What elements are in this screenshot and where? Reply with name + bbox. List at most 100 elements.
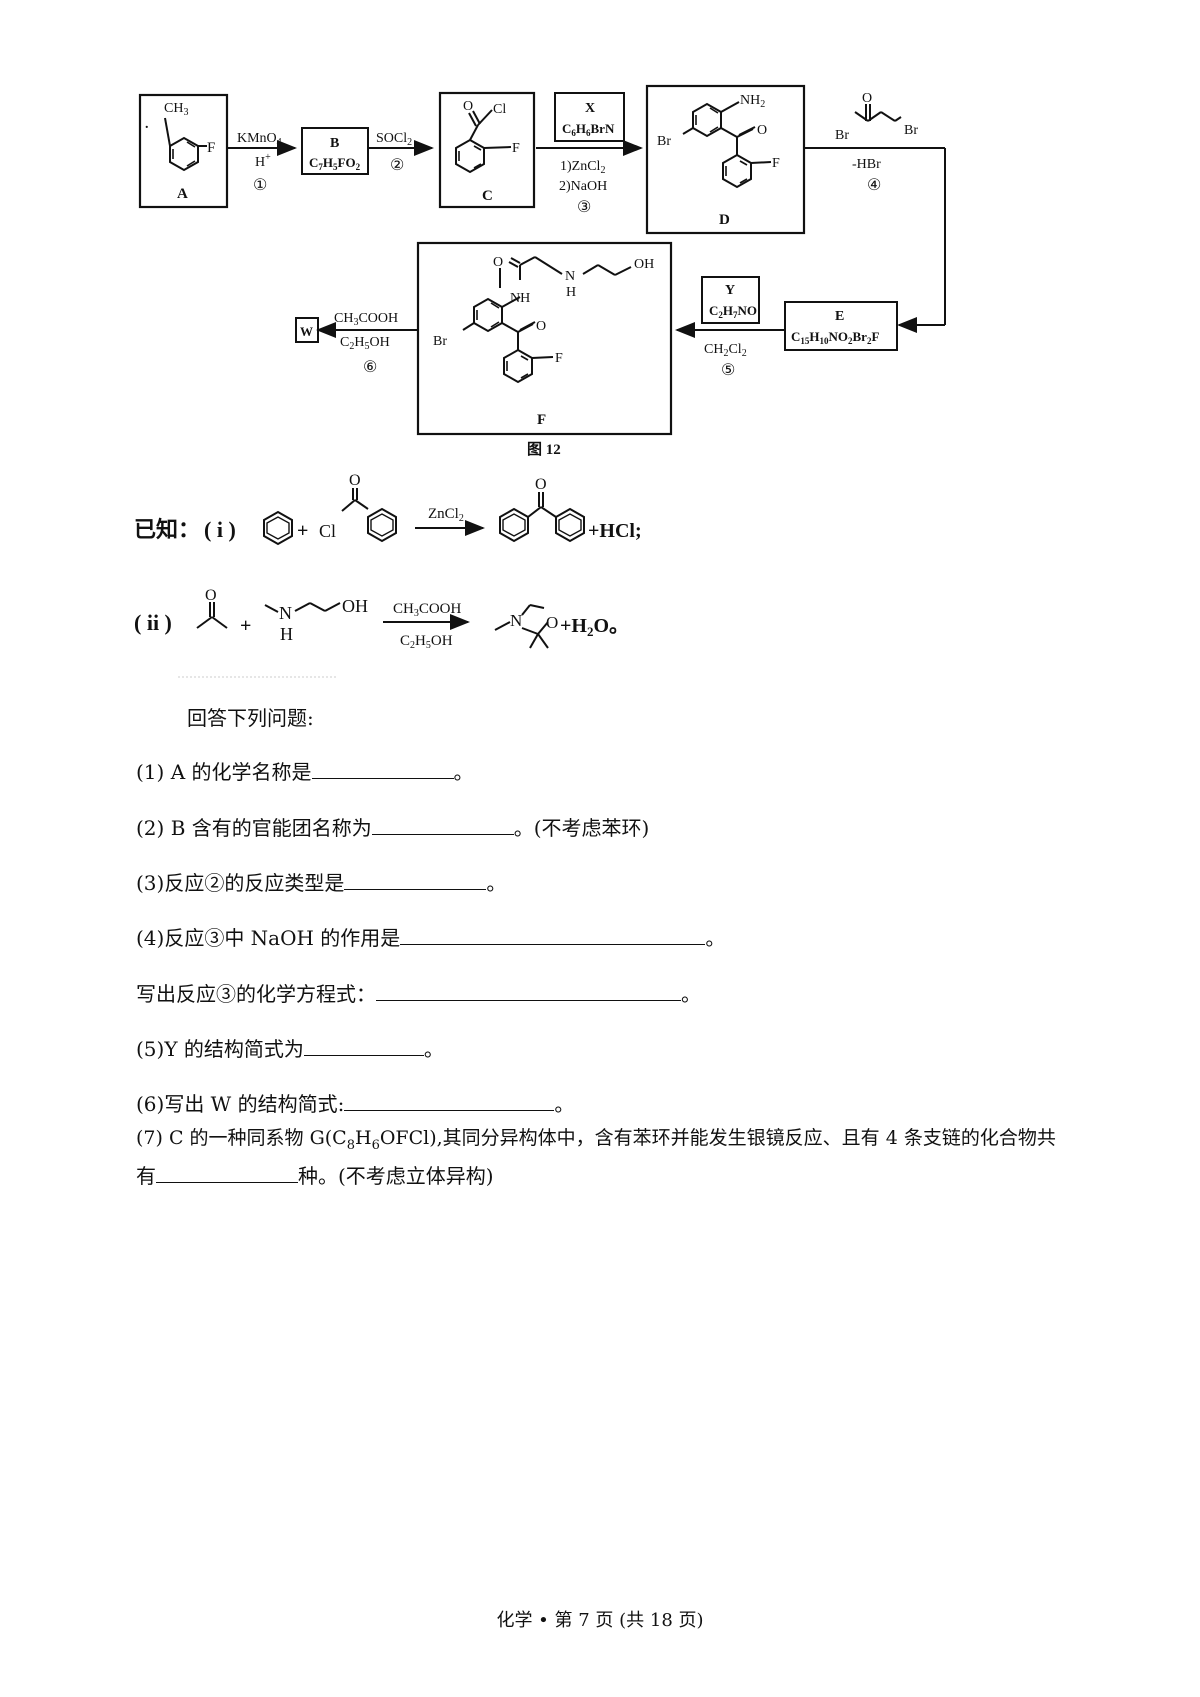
answer-blank-5[interactable] <box>303 1035 424 1056</box>
compound-f-n: N <box>565 269 575 284</box>
step3-number: ③ <box>577 199 591 216</box>
step4-reagent-br2: Br <box>904 123 918 138</box>
compound-f-f: F <box>555 351 563 366</box>
compound-c-f: F <box>512 141 520 156</box>
known-i-o1: O <box>349 472 361 489</box>
compound-y-label: Y <box>725 283 735 298</box>
page-footer: 化学 • 第 7 页 (共 18 页) <box>496 1610 704 1631</box>
compound-f-box <box>416 241 673 436</box>
compound-a-box <box>138 93 229 209</box>
question-2-text: (2) B 含有的官能团名称为 <box>136 816 372 840</box>
compound-d-nh2: NH2 <box>740 93 765 110</box>
compound-b-label: B <box>330 136 339 151</box>
step6-reagent-top: CH3COOH <box>334 311 398 328</box>
step4-reagent-bottom: -HBr <box>852 157 881 172</box>
compound-x-label: X <box>585 101 595 116</box>
answer-blank-4b[interactable] <box>376 980 681 1001</box>
answer-blank-6[interactable] <box>344 1090 555 1111</box>
question-7-sub6: 6 <box>371 1137 380 1153</box>
figure-caption: 图 12 <box>527 441 561 458</box>
compound-w-label: W <box>300 324 313 339</box>
answer-blank-3[interactable] <box>344 869 487 890</box>
compound-c-o: O <box>463 99 473 114</box>
synthesis-scheme: CH3 F . A KMnO4 H+ ① B C7H5FO2 SOCl2 ② O… <box>134 84 946 678</box>
compound-c-box <box>438 91 536 209</box>
compound-f-o2: O <box>536 319 546 334</box>
step6-reagent-bottom: C2H5OH <box>340 335 390 352</box>
question-3-text: (3)反应②的反应类型是 <box>136 871 345 895</box>
step4-reagent-br1: Br <box>835 128 849 143</box>
step1-reagent-bottom: H+ <box>255 152 271 170</box>
answer-blank-7[interactable] <box>156 1162 298 1183</box>
known-i-byproduct: +HCl; <box>588 520 642 542</box>
question-3: (3)反应②的反应类型是 。 <box>136 869 506 897</box>
compound-d-o: O <box>757 123 767 138</box>
question-4b: 写出反应③的化学方程式： 。 <box>136 980 701 1008</box>
step5-reagent-bottom: CH2Cl2 <box>704 342 747 359</box>
known-i-cl: Cl <box>319 521 336 541</box>
question-4b-end: 。 <box>681 982 701 1006</box>
question-6-end: 。 <box>554 1092 575 1116</box>
compound-x-formula: C6H6BrN <box>562 121 615 138</box>
step2-number: ② <box>390 157 404 174</box>
compound-y-box <box>701 276 760 324</box>
compound-e-formula: C15H10NO2Br2F <box>791 329 879 346</box>
known-ii-ketone-o: O <box>205 587 217 604</box>
known-i-reagent: ZnCl2 <box>428 506 464 524</box>
question-7-h: H <box>354 1127 372 1149</box>
compound-e-box <box>784 301 898 351</box>
compound-d-box <box>645 84 806 235</box>
question-7-text-a: (7) C 的一种同系物 G(C <box>136 1127 347 1149</box>
question-2: (2) B 含有的官能团名称为。(不考虑苯环) <box>136 814 649 842</box>
known-ii-reagent-bottom: C2H5OH <box>400 633 453 651</box>
known-ii-plus: + <box>240 615 251 637</box>
answer-blank-4[interactable] <box>400 924 706 945</box>
question-4: (4)反应③中 NaOH 的作用是。 <box>136 924 725 952</box>
compound-d-label: D <box>719 212 730 228</box>
question-3-end: 。 <box>486 871 507 895</box>
compound-w-box <box>295 317 319 343</box>
compound-e-label: E <box>835 309 844 324</box>
compound-a-ch3: CH3 <box>164 101 188 118</box>
step6-number: ⑥ <box>363 359 377 376</box>
step4-reagent-o: O <box>862 91 872 106</box>
step2-reagent-top: SOCl2 <box>376 131 412 148</box>
compound-d-br: Br <box>657 134 671 149</box>
answer-blank-2[interactable] <box>371 814 514 835</box>
compound-f-o1: O <box>493 255 503 270</box>
answer-blank-1[interactable] <box>311 758 454 779</box>
question-1-end: 。 <box>453 760 474 784</box>
question-1: (1) A 的化学名称是。 <box>136 758 474 786</box>
compound-f-br: Br <box>433 334 447 349</box>
known-i-label: ( i ) <box>204 517 236 542</box>
compound-c-label: C <box>482 188 493 204</box>
compound-b-formula: C7H5FO2 <box>309 155 361 172</box>
step1-reagent-top: KMnO4 <box>237 131 282 148</box>
question-7-line2: 有种。(不考虑立体异构) <box>136 1162 494 1190</box>
known-ii-byproduct: +H2O。 <box>560 615 629 639</box>
known-ii-product-o: O <box>546 613 558 632</box>
known-i-o2: O <box>535 476 547 493</box>
question-4b-text: 写出反应③的化学方程式： <box>136 982 376 1006</box>
step3-reagent-line2: 2)NaOH <box>559 179 607 194</box>
compound-f-label: F <box>537 412 546 428</box>
compound-b-box <box>301 127 369 175</box>
compound-a-label: A <box>177 186 188 202</box>
known-ii-reagent-top: CH3COOH <box>393 601 462 619</box>
known-ii-h: H <box>280 624 293 644</box>
compound-y-formula: C2H7NO <box>709 303 757 320</box>
question-7-line2-end: 种。(不考虑立体异构) <box>298 1164 494 1188</box>
known-i-plus: + <box>297 520 308 542</box>
question-5-text: (5)Y 的结构简式为 <box>136 1037 304 1061</box>
question-7-line1: (7) C 的一种同系物 G(C8H6OFCl),其同分异构体中，含有苯环并能发… <box>136 1124 1056 1160</box>
question-7-text-b: OFCl),其同分异构体中，含有苯环并能发生银镜反应、且有 4 条支链的化合物共 <box>379 1127 1056 1149</box>
question-7-sub8: 8 <box>346 1137 355 1153</box>
question-5-end: 。 <box>423 1037 444 1061</box>
known-ii-label: ( ii ) <box>134 610 172 635</box>
compound-c-cl: Cl <box>493 102 506 117</box>
compound-a-dot: . <box>145 117 149 132</box>
step4-number: ④ <box>867 177 881 194</box>
compound-a-f: F <box>207 140 215 156</box>
question-4-text: (4)反应③中 NaOH 的作用是 <box>136 926 401 950</box>
compound-f-nh: NH <box>510 291 530 306</box>
